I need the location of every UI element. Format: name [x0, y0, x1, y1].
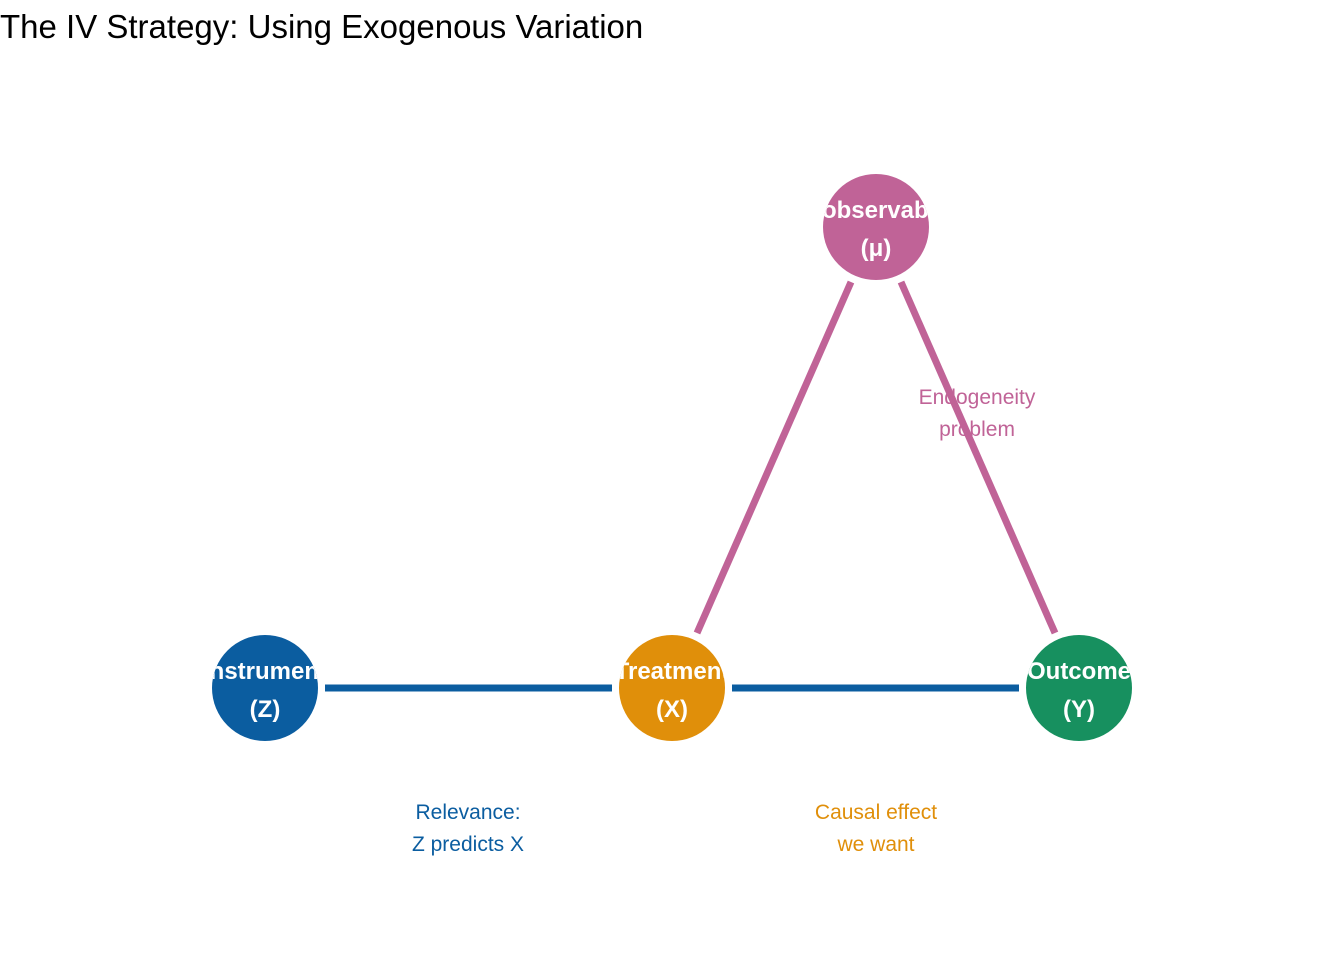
node-outcome-name: Outcome — [1027, 658, 1131, 685]
annotation-relevance: Relevance: Z predicts X — [412, 801, 524, 856]
edge-unobserved-outcome — [897, 280, 1059, 635]
annotation-endogeneity-line2: problem — [939, 418, 1015, 441]
page-title: The IV Strategy: Using Exogenous Variati… — [0, 8, 644, 45]
node-treatment-name: Treatment — [615, 658, 730, 685]
node-instrument-name: Instrument — [203, 658, 327, 685]
node-treatment-symbol: (X) — [656, 696, 688, 723]
annotation-relevance-line1: Relevance: — [415, 801, 520, 824]
node-outcome-symbol: (Y) — [1063, 696, 1095, 723]
node-outcome: Outcome (Y) — [1026, 635, 1132, 741]
annotation-causal-line1: Causal effect — [815, 801, 937, 824]
annotation-relevance-line2: Z predicts X — [412, 833, 524, 856]
node-instrument: Instrument (Z) — [203, 635, 327, 741]
node-treatment: Treatment (X) — [615, 635, 730, 741]
node-instrument-symbol: (Z) — [250, 696, 281, 723]
annotation-endogeneity: Endogeneity problem — [919, 386, 1036, 441]
edge-unobserved-treatment — [693, 280, 855, 635]
annotation-causal: Causal effect we want — [815, 801, 937, 856]
node-unobserved: Unobservables (μ) — [790, 174, 962, 280]
node-unobserved-symbol: (μ) — [861, 235, 892, 262]
annotation-causal-line2: we want — [836, 833, 914, 856]
node-unobserved-name: Unobservables — [790, 197, 962, 224]
annotation-endogeneity-line1: Endogeneity — [919, 386, 1036, 409]
